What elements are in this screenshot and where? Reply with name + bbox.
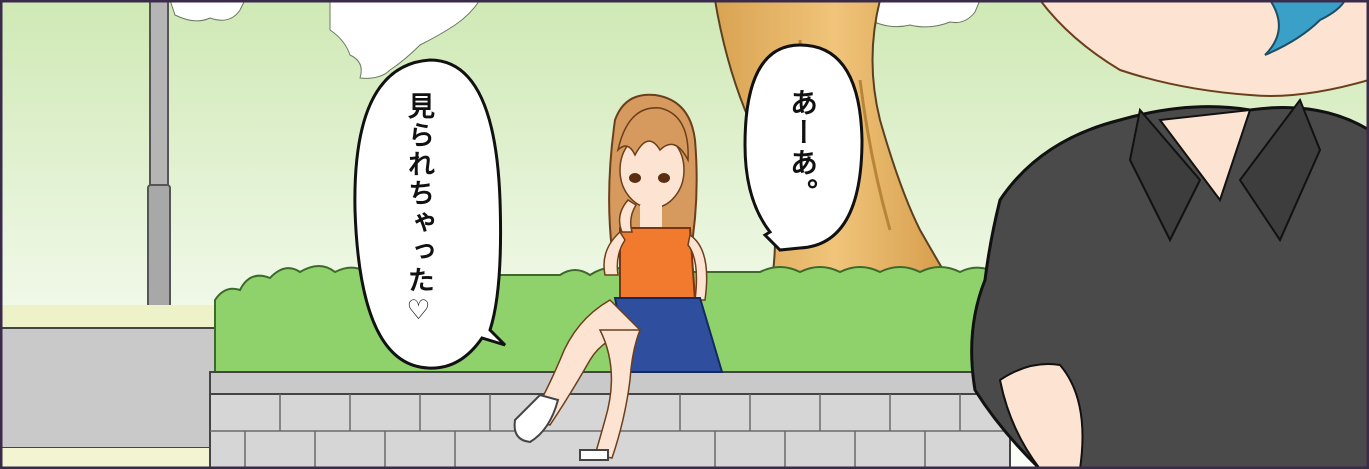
girl-character bbox=[513, 93, 724, 461]
boy-character bbox=[970, 0, 1369, 469]
speech-bubble-right-text: あーあ。 bbox=[786, 88, 819, 208]
canopy-silhouette bbox=[329, 0, 481, 79]
brick-wall-top bbox=[209, 371, 1011, 395]
left-low-wall bbox=[0, 327, 231, 449]
girl-top bbox=[619, 227, 697, 301]
speech-bubble-right bbox=[743, 43, 864, 252]
canopy-silhouette-right bbox=[869, 0, 981, 28]
lamp-post-base bbox=[147, 184, 171, 326]
speech-bubble-left-text: 見られちゃった♡ bbox=[403, 92, 434, 328]
speech-bubble-left bbox=[353, 58, 507, 370]
canopy-silhouette-topleft bbox=[169, 0, 246, 22]
left-ground bbox=[0, 448, 230, 469]
